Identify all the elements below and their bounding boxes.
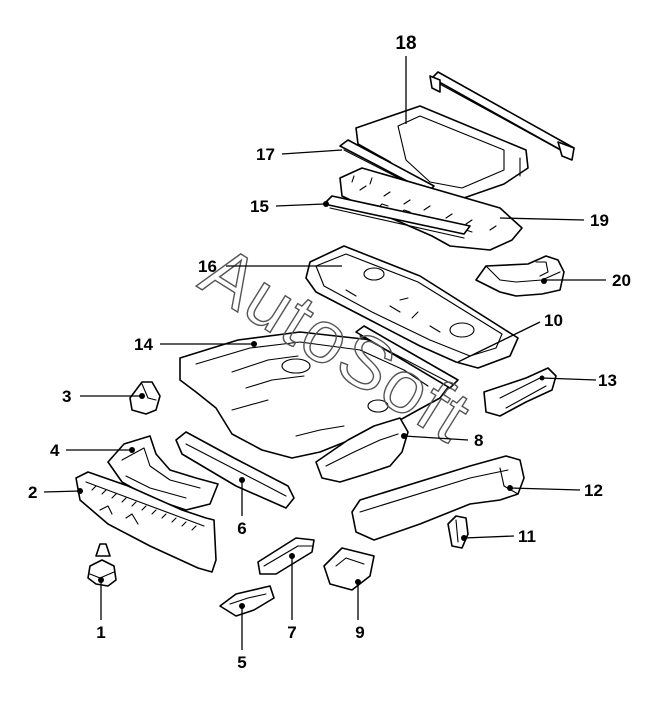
callout-16: 16 (198, 257, 217, 276)
callout-7: 7 (287, 623, 296, 642)
callout-13: 13 (598, 371, 617, 390)
callout-6: 6 (237, 519, 246, 538)
callout-3: 3 (62, 387, 71, 406)
part-11-bracket (447, 515, 469, 549)
leader-lines (43, 56, 606, 650)
part-6-cross-member (175, 431, 295, 509)
callout-8: 8 (474, 431, 483, 450)
part-13-side-member (483, 367, 557, 417)
callout-5: 5 (237, 653, 246, 672)
part-16-rear-floor-panel (305, 245, 519, 369)
part-8-floor-section (315, 417, 409, 483)
part-20-bracket (475, 255, 565, 297)
part-10-rail (355, 325, 459, 389)
callout-20: 20 (612, 271, 631, 290)
part-5-bracket (219, 585, 275, 617)
part-7-bracket (257, 537, 315, 575)
part-9-bracket (323, 547, 375, 591)
callout-9: 9 (355, 623, 364, 642)
part-1-mount (87, 543, 117, 587)
callout-15: 15 (250, 197, 269, 216)
callout-1: 1 (96, 623, 105, 642)
callout-19: 19 (590, 211, 609, 230)
callout-18: 18 (395, 33, 416, 54)
part-12-long-member (351, 455, 525, 541)
callout-4: 4 (50, 441, 60, 460)
part-18-rod (429, 71, 575, 161)
callout-17: 17 (256, 145, 275, 164)
part-3-bracket (129, 381, 161, 415)
callout-labels: 18 17 15 19 16 20 10 14 13 3 8 4 12 2 6 … (28, 33, 631, 672)
part-2-rear-panel (75, 471, 217, 573)
callout-10: 10 (544, 311, 563, 330)
callout-2: 2 (28, 483, 37, 502)
callout-12: 12 (584, 481, 603, 500)
callout-11: 11 (518, 527, 536, 546)
part-15-strip (323, 195, 471, 239)
callout-14: 14 (134, 335, 153, 354)
